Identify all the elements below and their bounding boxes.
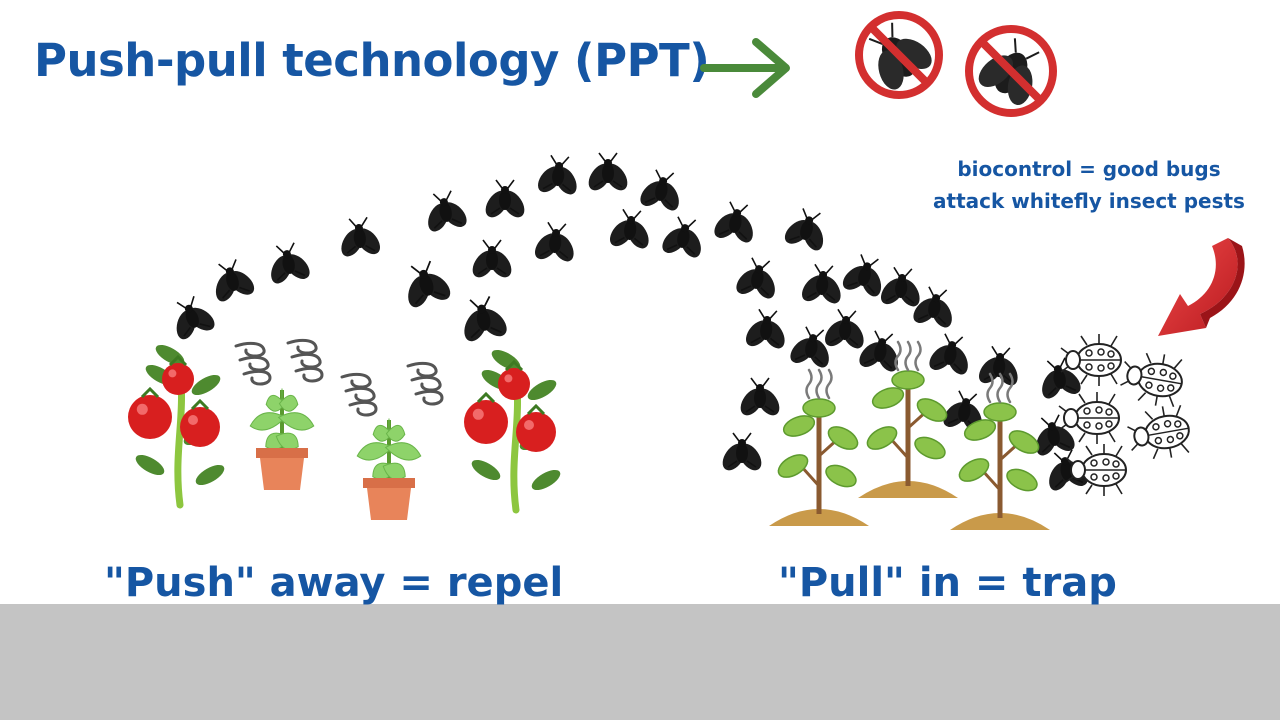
whitefly-icon [736,257,775,299]
smell-swirl-icon [805,368,833,400]
tomato-plant-icon [464,349,561,514]
no-whitefly-icon [965,25,1057,117]
whitefly-icon [740,377,780,416]
ladybug-icon [1127,404,1190,460]
trap-plant-icon [950,372,1050,530]
smell-swirl-icon [406,361,444,406]
smell-swirl-icon [340,372,378,417]
ladybug-icon [1058,392,1120,444]
potted-plant-icon [356,418,422,520]
whitefly-icon [662,216,701,258]
whitefly-icon [746,308,785,349]
ladybug-icon [1060,334,1122,386]
smell-swirl-icon [986,372,1014,404]
smell-swirl-icon [286,338,324,383]
biocontrol-line-2: attack whitefly insect pests [933,189,1245,213]
trap-plant-icon [858,340,958,498]
whitefly-icon [1042,357,1081,399]
trap-plant-icon [769,368,869,526]
whitefly-icon [1036,414,1075,456]
whitefly-icon [790,326,829,368]
whitefly-icon [722,432,762,471]
tomato-plant-icon [128,344,225,509]
ladybug-icon [1065,444,1127,496]
pull-caption: "Pull" in = trap [778,560,1117,606]
whitefly-icon [215,259,255,302]
green-arrow-icon [700,38,790,98]
whitefly-icon [588,152,628,191]
gray-floor-band [0,604,1280,720]
whitefly-icon [341,216,380,257]
whitefly-icon [714,201,753,243]
biocontrol-note: biocontrol = good bugs attack whitefly i… [924,153,1254,217]
whitefly-icon [176,296,215,340]
potted-plant-icon [249,388,315,490]
whitefly-icon [842,254,882,297]
whitefly-icon [271,242,310,284]
whitefly-icon [464,296,507,342]
smell-swirl-icon [234,341,272,386]
whitefly-icon [913,286,952,328]
whitefly-icon [881,266,920,307]
whitefly-icon [538,154,577,195]
biocontrol-line-1: biocontrol = good bugs [957,157,1221,181]
push-caption: "Push" away = repel [104,560,564,606]
no-whitefly-icon [855,11,943,99]
whitefly-icon [859,330,898,372]
whitefly-icon [979,345,1018,386]
smell-swirl-icon [894,340,922,372]
red-curved-arrow-icon [1158,238,1245,336]
whitefly-icon [428,190,467,232]
whitefly-icon [802,263,841,304]
whitefly-icon [929,333,968,375]
diagram-title: Push-pull technology (PPT) [34,34,710,87]
whitefly-icon [535,221,574,262]
ladybug-icon [1120,352,1183,408]
whitefly-icon [825,308,864,349]
whitefly-icon [610,208,649,249]
whitefly-icon [485,179,525,218]
whitefly-icon [408,260,451,308]
whitefly-icon [640,169,679,211]
whitefly-icon [784,208,824,251]
whitefly-icon [472,239,512,278]
